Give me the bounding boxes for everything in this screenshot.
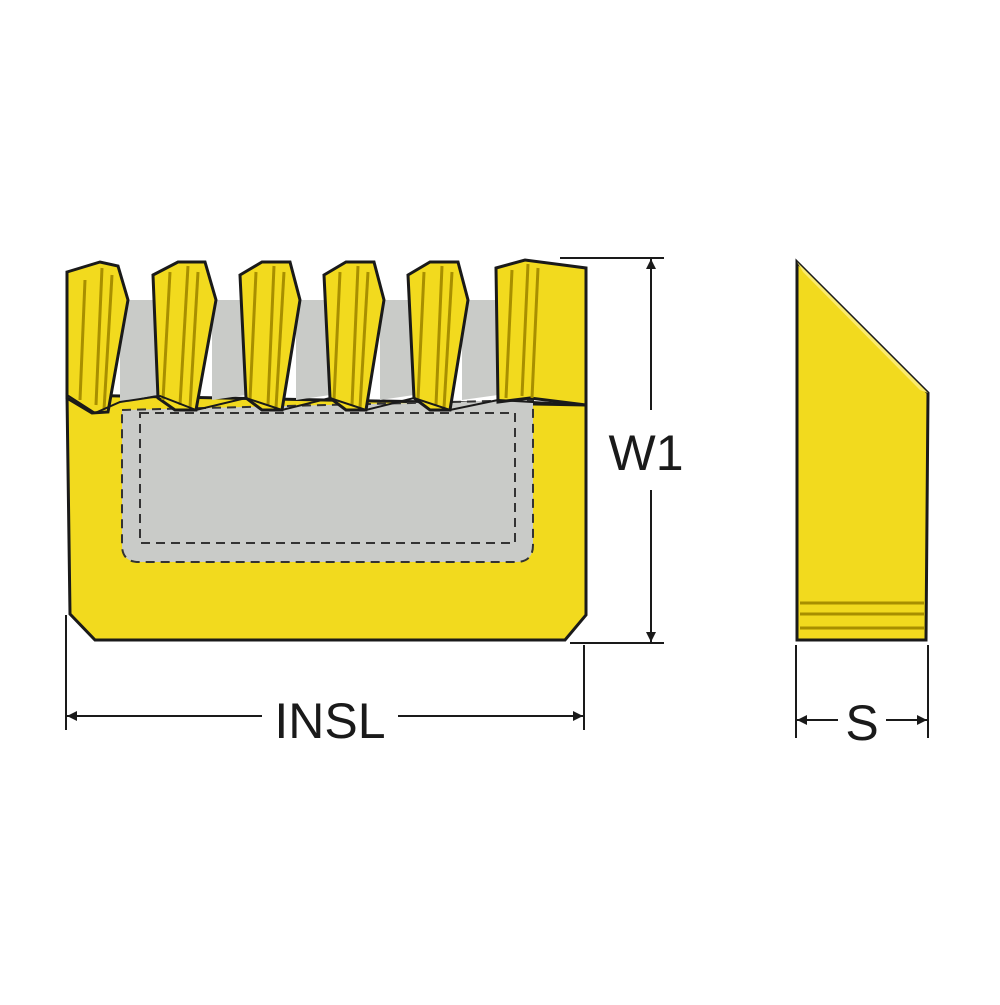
- front-view: [65, 258, 588, 642]
- side-bottom-grooves: [800, 601, 924, 630]
- tooth-base-edge: [66, 394, 587, 415]
- dimension-labels: W1 INSL S: [274, 425, 878, 751]
- side-view: [795, 258, 930, 642]
- clamp-pocket: [122, 400, 533, 562]
- pocket-dashed-outer: [121, 398, 534, 563]
- insl-label: INSL: [274, 693, 385, 749]
- dimension-lines: [65, 257, 929, 738]
- side-body: [795, 258, 930, 642]
- tooth-gaps: [120, 300, 498, 402]
- s-label: S: [845, 695, 878, 751]
- w1-label: W1: [609, 425, 684, 481]
- side-chamfer-face: [797, 262, 928, 393]
- pocket-dashed-inner: [139, 412, 516, 544]
- tooth-helix-stripes: [78, 263, 540, 411]
